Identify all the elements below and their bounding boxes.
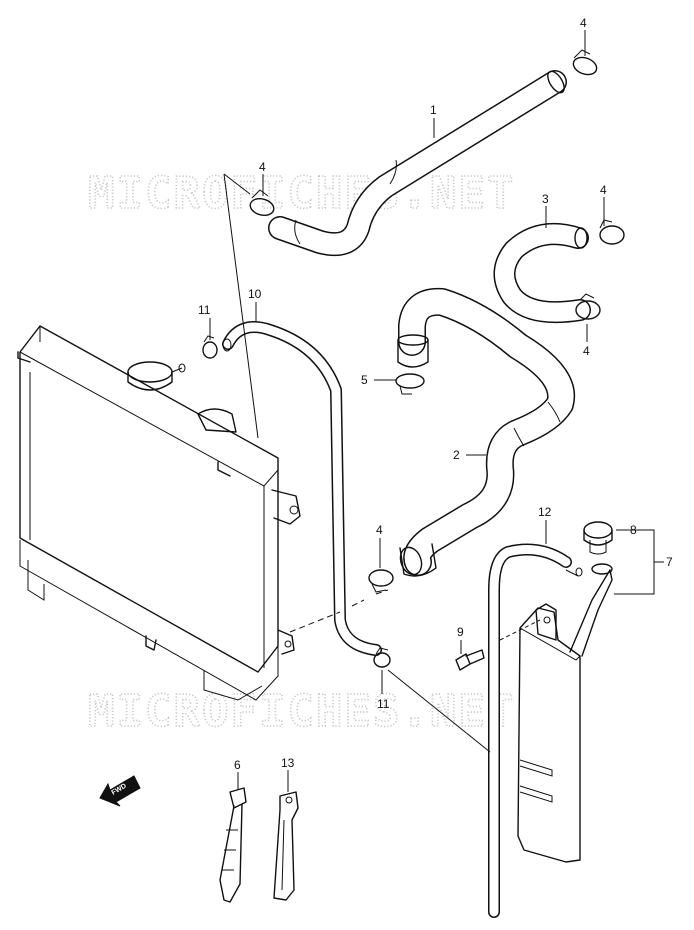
clamp-4-hose1	[249, 189, 275, 217]
hose-12	[488, 543, 572, 918]
radiator	[17, 325, 301, 701]
watermark-upper: MICROFICHES.NET	[88, 168, 515, 219]
callout-7: 7	[666, 555, 673, 569]
clamp-5	[395, 373, 425, 395]
clamp-11-lower	[373, 647, 391, 668]
clamp-4-top	[572, 49, 598, 76]
callout-10: 10	[248, 287, 262, 301]
callout-1: 1	[430, 103, 437, 117]
callout-9: 9	[457, 625, 464, 639]
bolt-9	[455, 649, 485, 671]
callout-11-lower: 11	[377, 697, 390, 711]
cable-tie-6	[219, 787, 247, 903]
leader-lines	[209, 30, 664, 792]
hose-3	[493, 223, 591, 324]
clamp-4-hose2	[368, 569, 394, 593]
strap-13	[273, 791, 299, 901]
callout-4-hose3-lower: 4	[583, 344, 590, 358]
clamp-11-upper	[202, 335, 218, 359]
watermark-lower: MICROFICHES.NET	[88, 686, 515, 737]
callout-2: 2	[453, 448, 460, 462]
clamp-4-hose3-lower	[575, 293, 601, 320]
callout-11-upper: 11	[198, 303, 211, 317]
callout-12: 12	[538, 505, 552, 519]
reservoir-cap	[583, 521, 613, 555]
callout-3: 3	[542, 192, 549, 206]
hose-1	[268, 70, 567, 257]
reservoir-tank	[517, 563, 613, 863]
hose-2	[397, 287, 576, 577]
callout-8: 8	[630, 523, 637, 537]
callout-5: 5	[361, 373, 368, 387]
callouts: 4 1 4 3 4 10 11 4 5 2 12 8 4 7 9 11 6 13	[198, 16, 673, 772]
callout-4-top: 4	[580, 16, 587, 30]
callout-4-hose2: 4	[376, 523, 383, 537]
callout-4-hose3-upper: 4	[600, 183, 607, 197]
callout-13: 13	[281, 756, 295, 770]
callout-4-hose1: 4	[259, 160, 266, 174]
fwd-arrow: FWD	[99, 775, 141, 807]
hose-10	[222, 321, 382, 656]
callout-6: 6	[234, 758, 241, 772]
